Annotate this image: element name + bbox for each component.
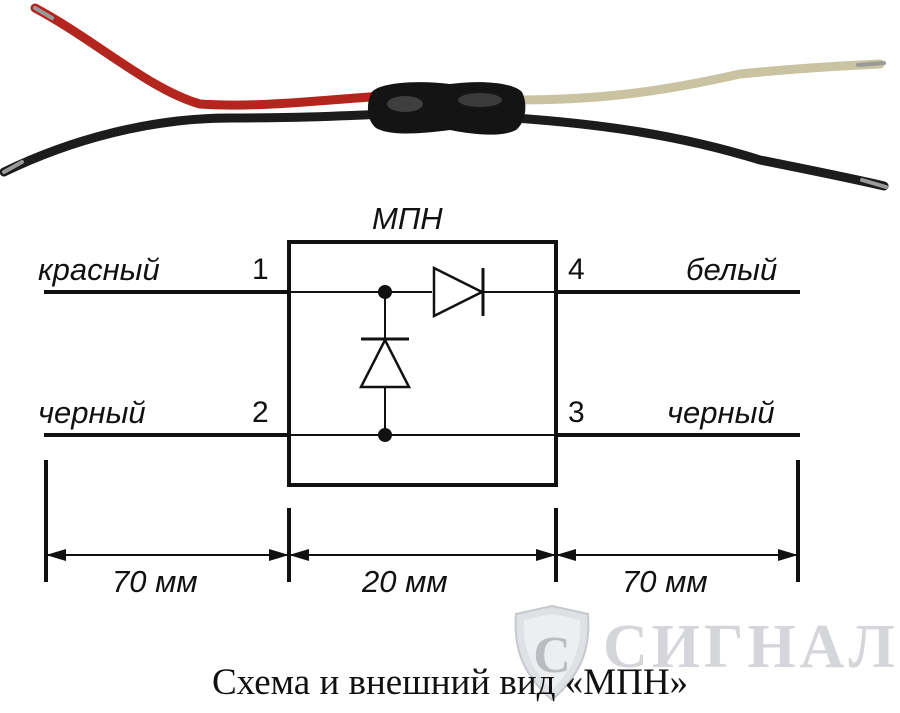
dimension-left: 70 мм: [112, 564, 198, 599]
shield-logo-icon: С: [514, 604, 590, 702]
series-diode: [432, 265, 485, 319]
photo-red-wire: [30, 3, 390, 110]
device-title: МПН: [372, 201, 443, 236]
dimension-middle: 20 мм: [362, 564, 448, 599]
pin-label-1: 1: [252, 253, 269, 286]
photo-black-wire-left: [0, 109, 390, 177]
dimension-lines: [44, 460, 800, 582]
wire-label-black-left: черный: [38, 395, 146, 430]
junction-dot: [378, 428, 392, 442]
pin-label-4: 4: [568, 253, 585, 286]
junction-dot: [378, 285, 392, 299]
schematic: [44, 240, 800, 487]
brand-watermark: СИГНАЛ: [603, 613, 899, 681]
device-box: [287, 240, 558, 487]
device-photo: [0, 3, 889, 191]
pin-label-3: 3: [568, 396, 585, 429]
wire-label-red: красный: [38, 252, 160, 287]
photo-white-wire: [510, 59, 885, 105]
wire-label-white: белый: [686, 252, 778, 287]
dimension-right: 70 мм: [622, 564, 708, 599]
figure-caption: Схема и внешний вид «МПН»: [211, 662, 689, 703]
wire-label-black-right: черный: [667, 395, 775, 430]
shunt-diode: [358, 337, 412, 389]
photo-black-wire-right: [510, 113, 889, 191]
shield-letter: С: [533, 627, 571, 684]
photo-device-body: [367, 82, 526, 135]
pin-label-2: 2: [252, 396, 269, 429]
